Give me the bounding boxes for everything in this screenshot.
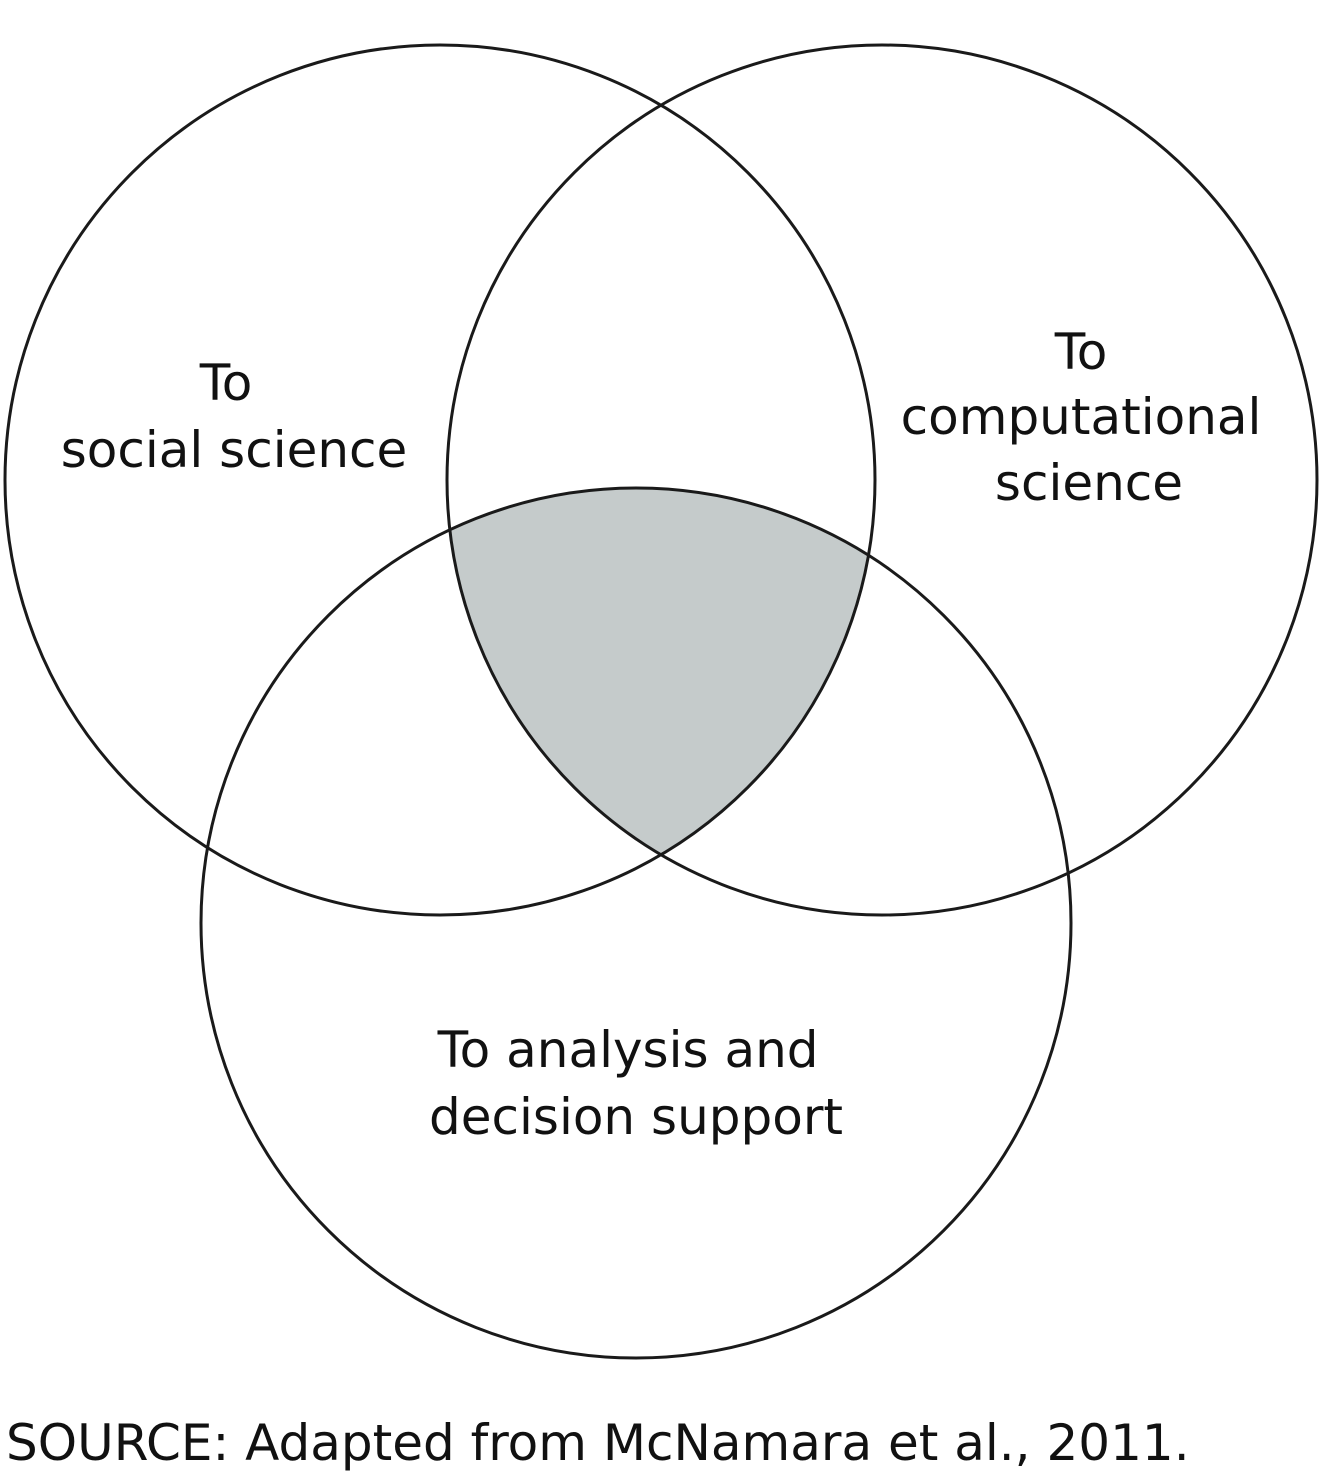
circle-computational-science	[445, 43, 1319, 917]
label-computational-science-line-2: computational	[901, 388, 1262, 446]
label-analysis-line-2: decision support	[429, 1088, 843, 1146]
label-computational-science-line-3: science	[995, 454, 1183, 512]
label-computational-science: To computational science	[901, 323, 1278, 512]
source-note: SOURCE: Adapted from McNamara et al., 20…	[6, 1414, 1190, 1472]
label-social-science: To social science	[61, 354, 408, 479]
label-analysis-decision-support: To analysis and decision support	[429, 1021, 843, 1146]
circle-social-science	[3, 43, 877, 917]
label-social-science-line-1: To	[199, 354, 253, 412]
label-computational-science-line-1: To	[1054, 323, 1108, 381]
label-social-science-line-2: social science	[61, 421, 408, 479]
venn-diagram: To social science To computational scien…	[3, 43, 1319, 1360]
circle-analysis-decision-support	[199, 486, 1073, 1360]
label-analysis-line-1: To analysis and	[437, 1021, 819, 1079]
shared-region	[447, 488, 875, 915]
